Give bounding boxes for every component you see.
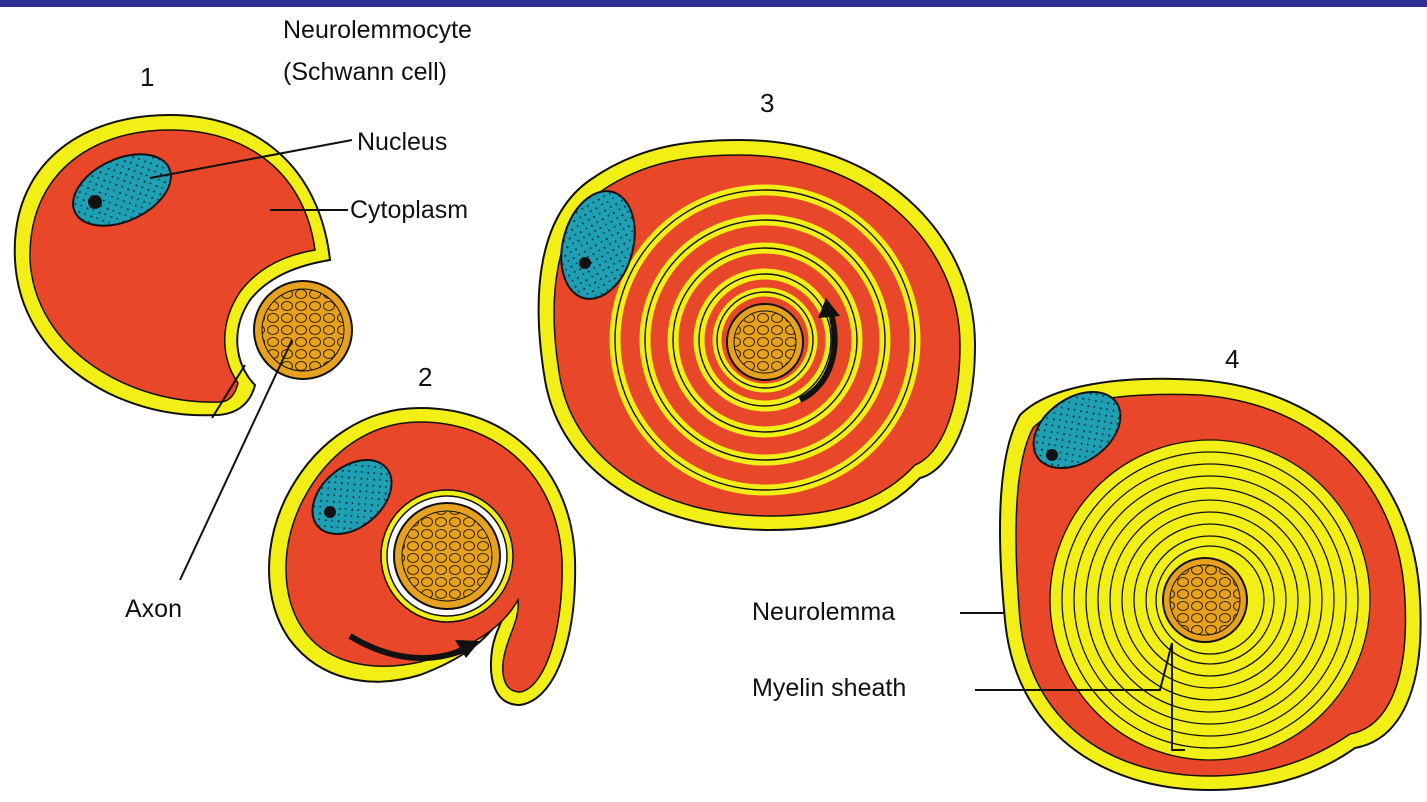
cytoplasm-label: Cytoplasm [350, 196, 468, 225]
myelin-sheath-label: Myelin sheath [752, 674, 906, 703]
axon-label: Axon [125, 595, 182, 624]
stage-1-number: 1 [140, 62, 154, 93]
stage-3-number: 3 [760, 88, 774, 119]
stage-2-cell [269, 408, 575, 705]
title-line-1: Neurolemmocyte [283, 16, 472, 45]
stage-2-number: 2 [418, 362, 432, 393]
stage-4-number: 4 [1225, 344, 1239, 375]
nucleus-label: Nucleus [357, 128, 447, 157]
stage-4-cell [1000, 376, 1421, 790]
neurolemma-label: Neurolemma [752, 598, 895, 627]
stage-1-cell [15, 115, 352, 415]
stage-3-cell [539, 140, 975, 530]
title-line-2: (Schwann cell) [283, 58, 447, 87]
